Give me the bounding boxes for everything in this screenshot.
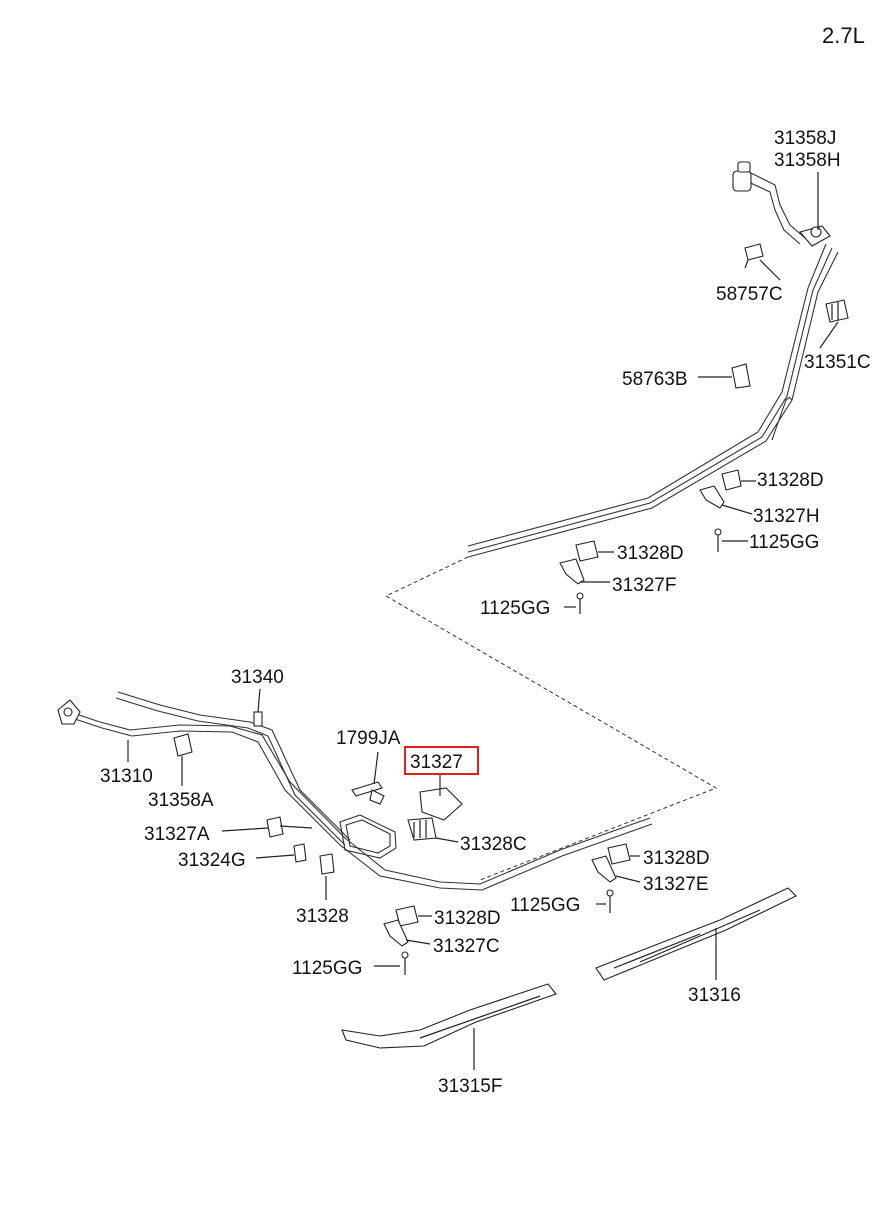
clip-58763B [731, 363, 751, 389]
label-31328D-middle: 31328D [617, 543, 684, 564]
label-31327C: 31327C [433, 936, 500, 957]
bolt-1125GG-middle [576, 592, 584, 614]
label-31327F: 31327F [612, 575, 676, 596]
highlight-box [404, 746, 479, 775]
label-58763B: 58763B [622, 369, 688, 390]
label-31327H: 31327H [753, 506, 820, 527]
clip-31328 [319, 853, 335, 875]
label-31328D-right: 31328D [643, 848, 710, 869]
label-31358A: 31358A [148, 790, 214, 811]
label-31316: 31316 [688, 985, 741, 1006]
clamp-31328C [407, 817, 437, 841]
label-31315F: 31315F [438, 1076, 502, 1097]
label-31358J: 31358J [774, 128, 836, 149]
protector-31315F [341, 983, 557, 1049]
clamp-31328D-upper [721, 469, 742, 491]
label-31351C: 31351C [804, 352, 871, 373]
label-1125GG-upper: 1125GG [749, 532, 819, 553]
label-31328: 31328 [296, 906, 349, 927]
clip-58757C [744, 243, 764, 269]
clamp-31328D-right [607, 843, 631, 865]
label-31310: 31310 [100, 766, 153, 787]
bolt-1125GG-lower [401, 951, 409, 975]
protector-31316 [595, 887, 797, 981]
label-31358H: 31358H [774, 150, 841, 171]
bracket-31327A [266, 816, 313, 838]
bracket-31327E [591, 855, 617, 883]
label-31327A: 31327A [144, 824, 210, 845]
bracket-31327F [559, 558, 585, 585]
label-31340: 31340 [231, 667, 284, 688]
bracket-31327C [383, 919, 409, 947]
label-1125GG-middle: 1125GG [480, 598, 550, 619]
label-1125GG-right: 1125GG [510, 895, 580, 916]
label-31327E: 31327E [643, 874, 709, 895]
clamp-31328D-middle [575, 540, 599, 562]
part-31327 [419, 787, 463, 821]
label-1799JA: 1799JA [336, 728, 401, 749]
bolt-1125GG-right [606, 889, 614, 913]
upper-fuel-lines [467, 161, 839, 558]
label-31324G: 31324G [178, 850, 246, 871]
label-58757C: 58757C [716, 284, 783, 305]
label-31328C: 31328C [460, 834, 527, 855]
bracket-31327H [699, 485, 725, 509]
label-1125GG-lower: 1125GG [292, 958, 362, 979]
bolt-1125GG-upper [714, 528, 722, 552]
label-31328D-lower: 31328D [434, 908, 501, 929]
clip-31358A [173, 733, 193, 757]
clip-31351C [825, 299, 849, 323]
label-31327-highlighted[interactable]: 31327 [410, 752, 463, 773]
engine-size-label: 2.7L [822, 23, 865, 48]
lower-fuel-lines [57, 691, 653, 891]
assembly-outline [384, 556, 718, 881]
leader-lines [127, 172, 839, 1070]
bracket-1799JA [351, 781, 385, 805]
clip-31324G [293, 843, 307, 863]
label-31328D-upper: 31328D [757, 470, 824, 491]
